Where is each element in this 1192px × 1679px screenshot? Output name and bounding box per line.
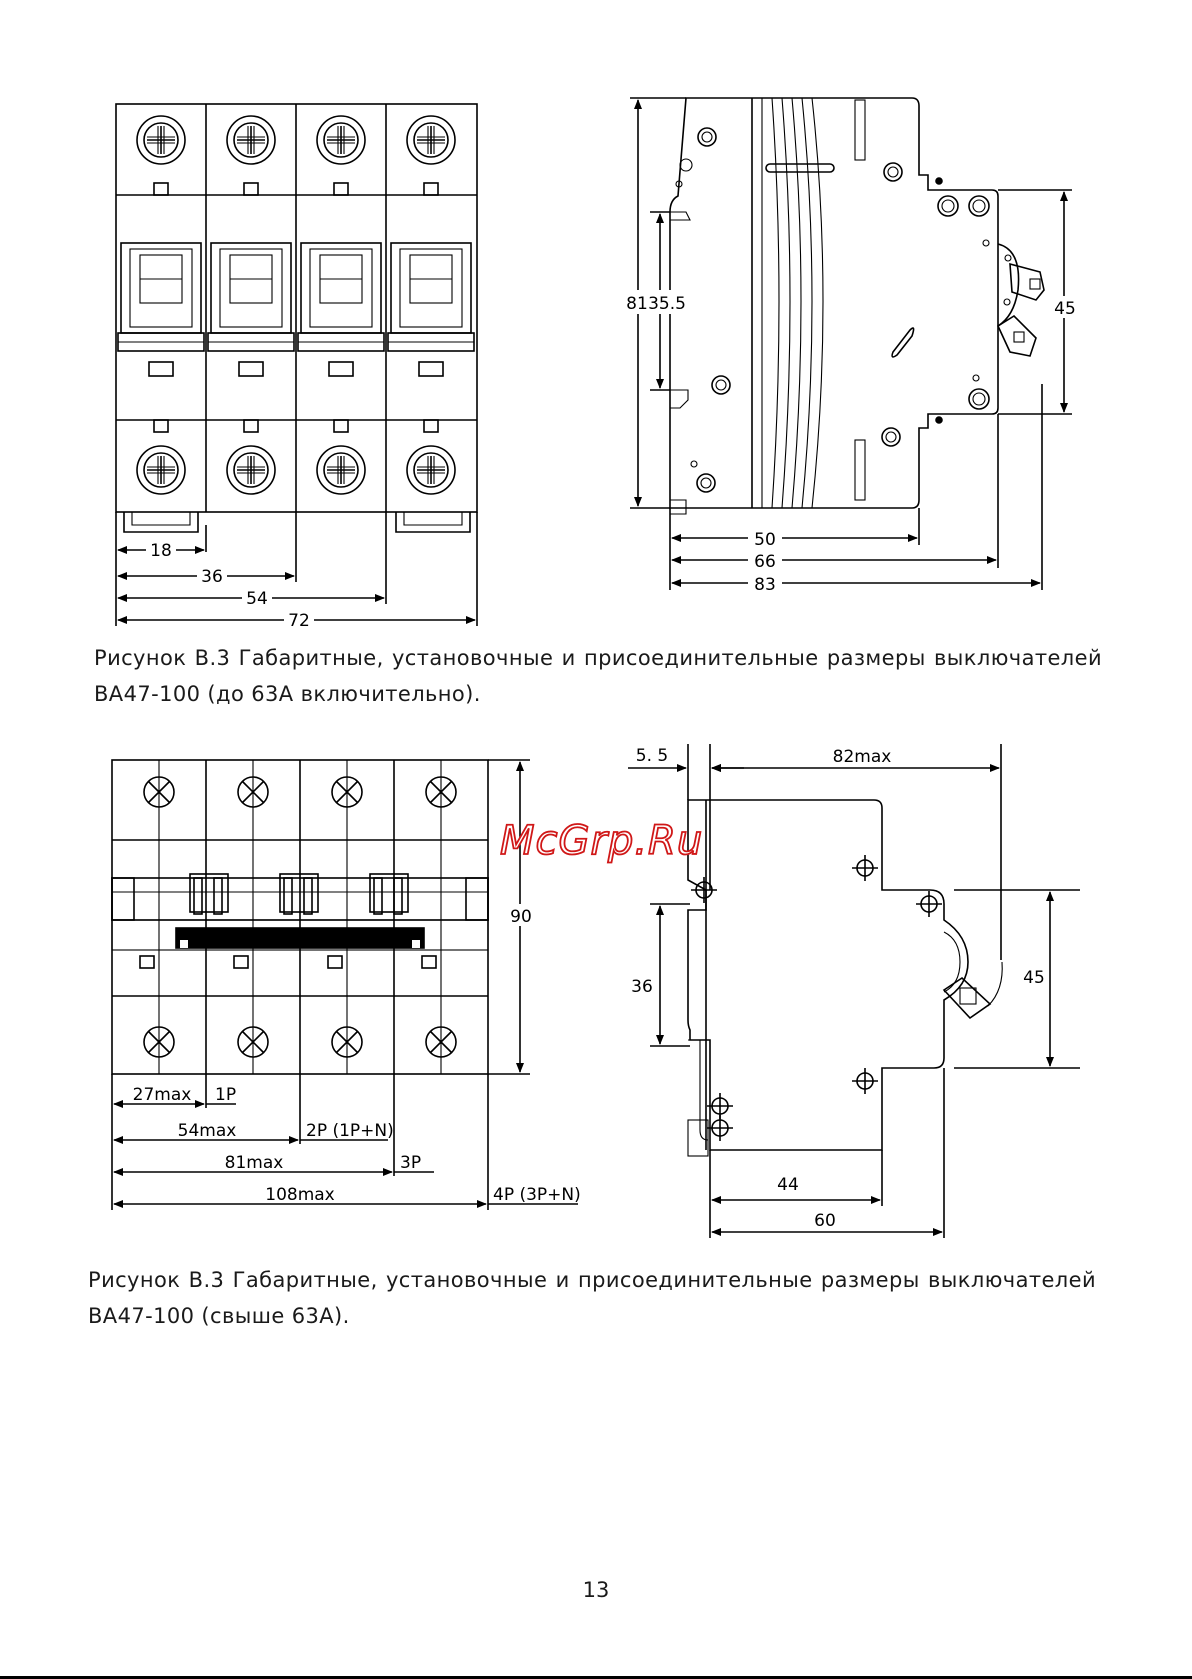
fig1-dim-50: 50 (754, 530, 776, 550)
fig1-dim-18: 18 (150, 541, 172, 561)
fig2-dim-108max: 108max (265, 1185, 335, 1205)
fig1-dim-45: 45 (1054, 299, 1076, 319)
fig2-label-3p: 3P (400, 1153, 421, 1173)
fig2-width-dimensions (111, 759, 578, 1210)
fig1-front-view: 18 36 54 72 (115, 103, 478, 631)
fig2-dim-45: 45 (1023, 968, 1045, 988)
figure2-caption: Рисунок В.3 Габаритные, установочные и п… (88, 1262, 1096, 1334)
fig2-front-view: 27max 1P 54max 2P (1P+N) 81max 3P 108max… (111, 759, 581, 1210)
fig2-dim-27max: 27max (133, 1085, 192, 1105)
watermark: McGrp.Ru (499, 817, 704, 865)
fig2-dim-81max: 81max (225, 1153, 284, 1173)
fig1-dim-36: 36 (201, 567, 223, 587)
fig1-dim-72: 72 (288, 611, 310, 631)
fig2-dim-82max: 82max (833, 747, 892, 767)
figure2-caption-line1: Рисунок В.3 Габаритные, установочные и п… (88, 1268, 1096, 1292)
fig2-label-2p: 2P (1P+N) (306, 1121, 394, 1141)
figure1-caption-line2: ВА47-100 (до 63А включительно). (94, 682, 481, 706)
fig2-dim-54max: 54max (178, 1121, 237, 1141)
fig1-toggle-handles (117, 242, 475, 377)
fig2-side-dimensions (628, 744, 1080, 1238)
fig2-dim-44: 44 (777, 1175, 799, 1195)
fig1-width-dimensions (115, 512, 478, 626)
fig1-dim-35-5: 35.5 (648, 294, 686, 314)
fig1-dim-54: 54 (246, 589, 268, 609)
figure1-caption: Рисунок В.3 Габаритные, установочные и п… (94, 640, 1102, 712)
figure2-caption-line2: ВА47-100 (свыше 63А). (88, 1304, 350, 1328)
fig1-side-dimensions (630, 97, 1072, 590)
fig2-label-1p: 1P (215, 1085, 236, 1105)
page-number: 13 (582, 1578, 610, 1602)
bottom-rule (0, 1676, 1192, 1679)
fig1-dim-81: 81 (626, 294, 648, 314)
fig2-dim-5-5: 5. 5 (636, 746, 668, 766)
fig1-din-clips (123, 512, 471, 533)
fig2-dim-60: 60 (814, 1211, 836, 1231)
fig1-dim-66: 66 (754, 552, 776, 572)
figure1-caption-line1: Рисунок В.3 Габаритные, установочные и п… (94, 646, 1102, 670)
fig2-side-view: 5. 5 82max 36 45 44 60 (626, 744, 1080, 1238)
fig1-side-view: 81 35.5 45 50 66 83 (624, 97, 1078, 595)
fig2-dim-90: 90 (510, 907, 532, 927)
fig2-mounting-holes (690, 854, 943, 1142)
fig2-dim-36: 36 (631, 977, 653, 997)
fig2-label-4p: 4P (3P+N) (493, 1185, 581, 1205)
fig1-dim-83: 83 (754, 575, 776, 595)
